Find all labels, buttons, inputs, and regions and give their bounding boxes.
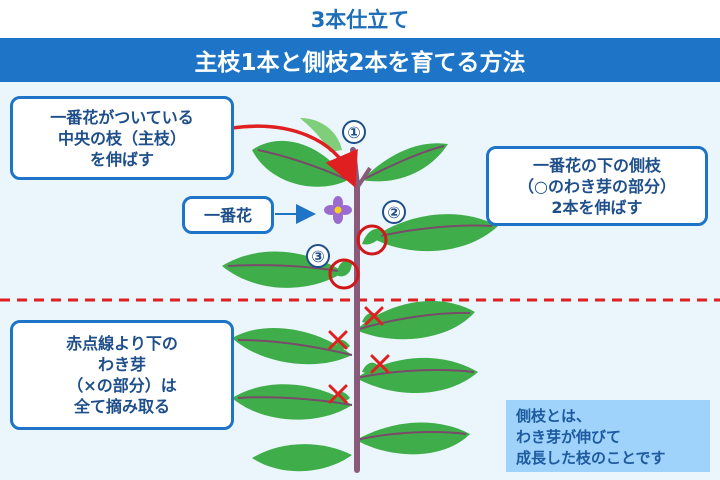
main-stem bbox=[350, 147, 360, 473]
callout-line: （×の部分）は bbox=[67, 376, 177, 395]
callout-line: 全て摘み取る bbox=[73, 397, 170, 416]
note-line: わき芽が伸びて bbox=[516, 428, 622, 446]
callout-line: を伸ばす bbox=[89, 149, 154, 169]
x-mark bbox=[364, 306, 384, 326]
removed-bud-markers bbox=[328, 306, 390, 404]
callout-line: 一番花の下の側枝 bbox=[532, 155, 661, 175]
leaf bbox=[232, 384, 352, 420]
first-flower-callout: 一番花 bbox=[182, 196, 274, 234]
note-line: 側枝とは、 bbox=[516, 407, 592, 425]
leaf bbox=[372, 214, 498, 252]
x-mark bbox=[328, 384, 348, 404]
stem-branch bbox=[355, 166, 372, 190]
marker-2-label: ② bbox=[387, 203, 401, 222]
page-subtitle: 主枝1本と側枝2本を育てる方法 bbox=[0, 38, 720, 82]
leaf bbox=[362, 143, 448, 182]
note-line: 成長した枝のことです bbox=[516, 449, 666, 467]
side-bud-3 bbox=[328, 258, 360, 290]
remove-buds-callout: 赤点線より下の わき芽 （×の部分）は 全て摘み取る bbox=[10, 320, 234, 430]
marker-1-label: ① bbox=[347, 123, 361, 142]
marker-2: ② bbox=[382, 200, 406, 224]
leaf bbox=[252, 140, 348, 187]
page-title: 3本仕立て bbox=[0, 0, 720, 38]
callout-line: 一番花 bbox=[203, 205, 252, 225]
callout-line: 赤点線より下の bbox=[66, 334, 178, 353]
callout-line: （○のわき芽の部分） bbox=[518, 176, 676, 196]
callout-line: わき芽 bbox=[97, 355, 146, 374]
x-mark bbox=[370, 354, 390, 374]
main-branch-callout: 一番花がついている 中央の枝（主枝） を伸ばす bbox=[10, 96, 234, 180]
callout-line: 中央の枝（主枝） bbox=[57, 128, 186, 148]
side-bud-2 bbox=[356, 224, 388, 256]
leaf bbox=[356, 300, 475, 340]
side-branch-definition-note: 側枝とは、 わき芽が伸びて 成長した枝のことです bbox=[506, 400, 710, 472]
leaf bbox=[356, 357, 478, 394]
marker-3-label: ③ bbox=[311, 247, 325, 266]
side-branches-callout: 一番花の下の側枝 （○のわき芽の部分） 2本を伸ばす bbox=[486, 146, 708, 226]
lower-leaves bbox=[232, 300, 478, 472]
marker-1: ① bbox=[342, 120, 366, 144]
x-mark bbox=[328, 330, 348, 350]
leaf bbox=[232, 327, 352, 365]
first-flower bbox=[324, 196, 352, 224]
leaf bbox=[356, 422, 470, 455]
leaf bbox=[300, 118, 342, 152]
callout-line: 一番花がついている bbox=[50, 107, 194, 127]
main-branch-arrow bbox=[231, 124, 358, 188]
marker-3: ③ bbox=[306, 244, 330, 268]
callout-line: 2本を伸ばす bbox=[551, 197, 643, 217]
leaf bbox=[252, 444, 352, 472]
